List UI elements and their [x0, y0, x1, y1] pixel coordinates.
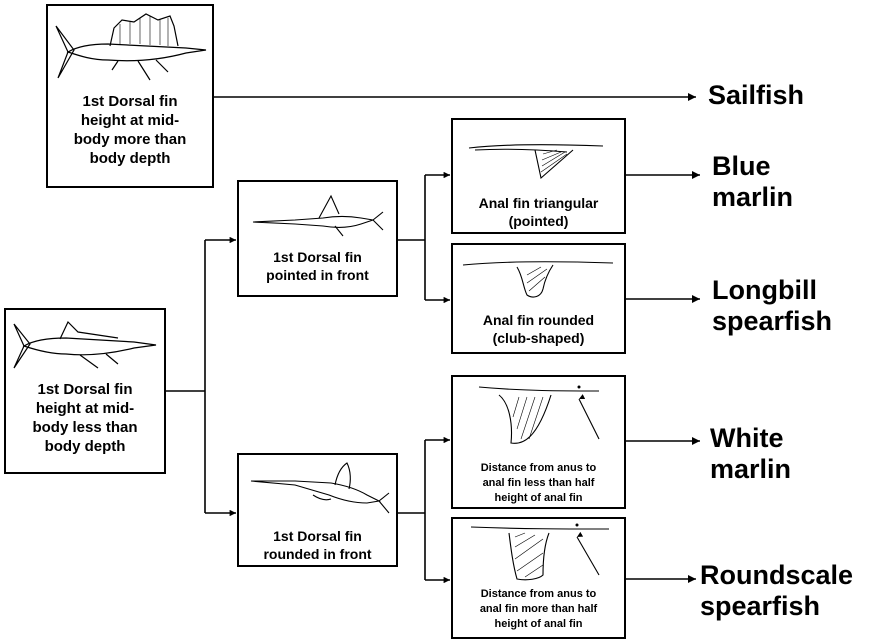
sailfish-illustration	[55, 13, 207, 81]
species-blue-marlin: Blue marlin	[712, 151, 794, 212]
rounded-anal-fin-icon	[462, 261, 614, 298]
species-white-marlin: White marlin	[710, 423, 792, 484]
dorsal-rounded-caption: 1st Dorsal fin rounded in front	[263, 528, 372, 562]
anus-more-caption: Distance from anus to anal fin more than…	[479, 588, 598, 630]
sailfish-key-caption: 1st Dorsal fin height at mid- body more …	[73, 93, 187, 167]
marlin-illustration	[13, 320, 157, 369]
dorsal-pointed-caption: 1st Dorsal fin pointed in front	[266, 249, 369, 283]
anus-more-box: Distance from anus to anal fin more than…	[451, 517, 626, 639]
dorsal-rounded-box: 1st Dorsal fin rounded in front	[237, 453, 398, 567]
species-roundscale-spearfish: Roundscale spearfish	[700, 560, 854, 621]
anus-less-box: Distance from anus to anal fin less than…	[451, 375, 626, 509]
anal-fin-anus-near-icon	[478, 385, 600, 444]
pointed-dorsal-marlin-icon	[252, 194, 384, 237]
marlin-key-box: 1st Dorsal fin height at mid- body less …	[4, 308, 166, 474]
anal-rounded-caption: Anal fin rounded (club-shaped)	[482, 312, 595, 346]
anus-less-caption: Distance from anus to anal fin less than…	[480, 462, 597, 504]
dorsal-pointed-box: 1st Dorsal fin pointed in front	[237, 180, 398, 297]
species-longbill-spearfish: Longbill spearfish	[712, 275, 833, 336]
triangular-anal-fin-icon	[468, 144, 604, 180]
anal-fin-anus-far-icon	[470, 523, 610, 581]
anal-triangular-box: Anal fin triangular (pointed)	[451, 118, 626, 234]
marlin-key-caption: 1st Dorsal fin height at mid- body less …	[32, 381, 138, 455]
anal-triangular-caption: Anal fin triangular (pointed)	[478, 195, 599, 229]
species-sailfish: Sailfish	[708, 80, 805, 110]
sailfish-key-box: 1st Dorsal fin height at mid- body more …	[46, 4, 214, 188]
rounded-dorsal-marlin-icon	[250, 462, 390, 514]
anal-rounded-box: Anal fin rounded (club-shaped)	[451, 243, 626, 354]
